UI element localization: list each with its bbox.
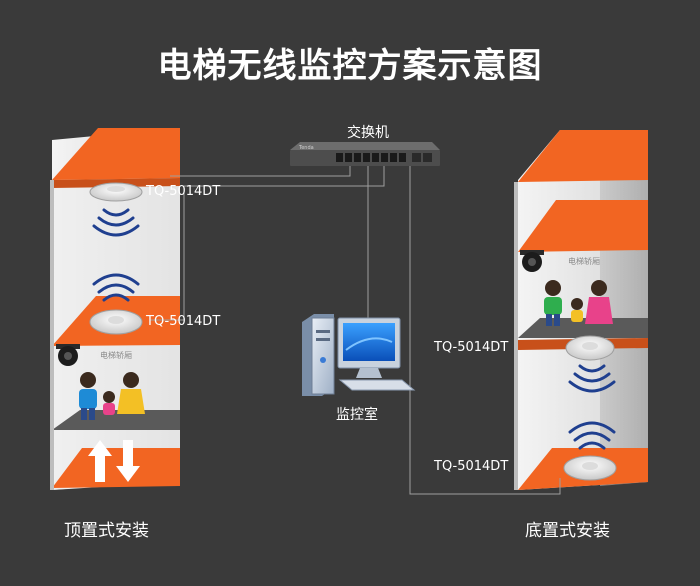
switch-brand: Tenda	[298, 145, 314, 151]
page-title: 电梯无线监控方案示意图	[157, 46, 543, 86]
ap-model-label-right-car: TQ-5014DT	[434, 340, 509, 355]
ap-left-mid-icon	[89, 309, 143, 335]
ap-right-pit-icon	[563, 455, 617, 481]
right-car-label: 电梯轿厢	[568, 256, 600, 266]
right-car-top	[518, 200, 648, 252]
left-elevator-shaft	[50, 128, 180, 490]
left-shaft-roof	[52, 128, 180, 180]
left-car-label: 电梯轿厢	[100, 350, 132, 360]
up-down-arrows-icon	[88, 440, 140, 482]
monitor-room-label: 监控室	[336, 407, 378, 423]
left-install-caption: 顶置式安装	[64, 521, 149, 541]
right-install-caption: 底置式安装	[525, 521, 610, 541]
people-left-icon	[79, 372, 145, 420]
wifi-signal-down-icon	[92, 208, 140, 237]
right-shaft-roof	[518, 130, 648, 182]
wifi-signal-up-right-icon	[568, 421, 616, 450]
switch-label: 交换机	[347, 125, 389, 141]
computer-icon	[302, 314, 416, 396]
switch-ports	[336, 153, 432, 162]
wifi-signal-up-icon	[92, 273, 140, 302]
network-switch	[290, 142, 440, 166]
right-car-floor	[518, 318, 648, 338]
ap-model-label-right-pit: TQ-5014DT	[434, 459, 509, 474]
ap-model-label-left-mid: TQ-5014DT	[146, 314, 221, 329]
ap-right-car-icon	[565, 335, 615, 361]
ap-model-label-left-top: TQ-5014DT	[146, 184, 221, 199]
wifi-signal-down-right-icon	[568, 364, 616, 393]
left-shaft-pit	[52, 448, 180, 488]
ap-left-top-icon	[89, 182, 143, 202]
cable-to-right-aps	[409, 166, 561, 495]
cable-to-left-top-ap	[170, 166, 351, 177]
cables	[150, 166, 561, 495]
people-right-icon	[544, 280, 613, 326]
right-elevator-shaft	[514, 130, 648, 490]
cable-to-left-mid-ap	[150, 166, 385, 321]
camera-right-icon	[520, 250, 544, 272]
camera-left-icon	[56, 344, 80, 366]
